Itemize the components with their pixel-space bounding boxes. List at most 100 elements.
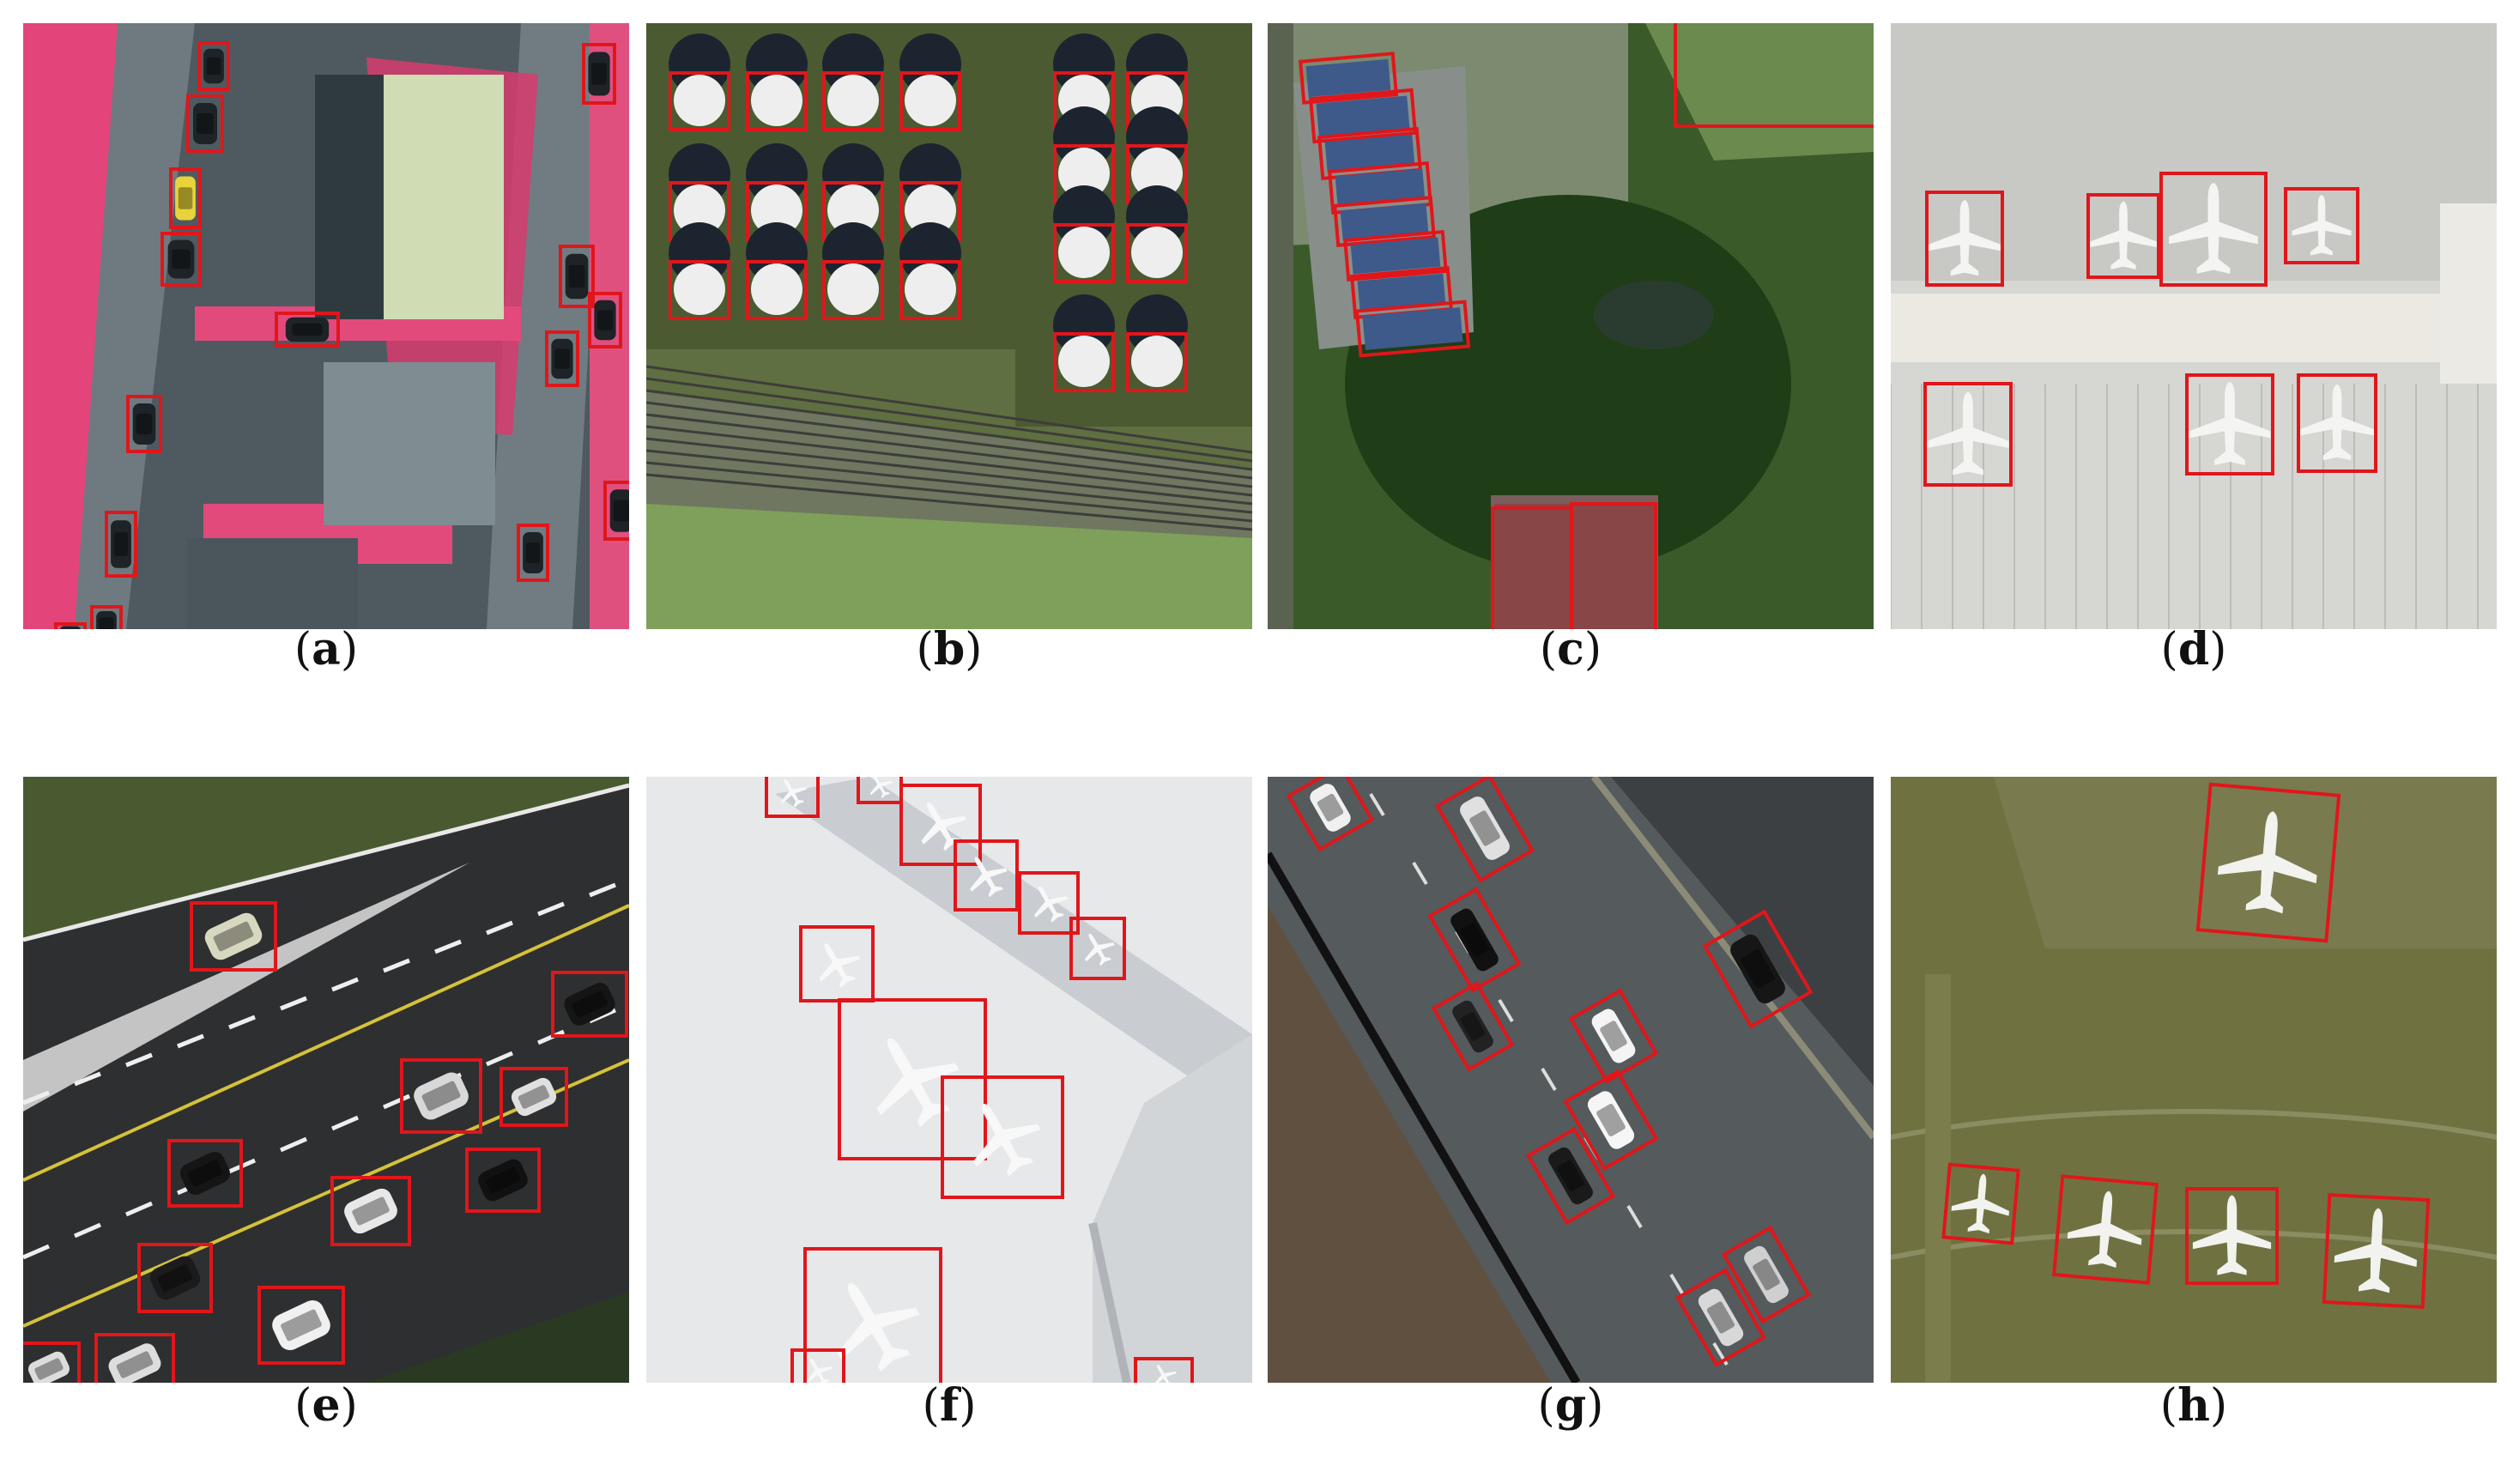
- bounding-box: [1053, 332, 1115, 392]
- bounding-box: [899, 260, 961, 320]
- bounding-box: [23, 1342, 81, 1383]
- caption-close-paren: ): [2209, 1380, 2228, 1432]
- bounding-box: [2185, 1187, 2279, 1285]
- caption-label: g: [1554, 1379, 1587, 1432]
- bounding-box: [2052, 1174, 2159, 1285]
- panel-caption-d: (d): [2108, 624, 2280, 675]
- image-panel-c: [1268, 23, 1874, 629]
- bounding-box: [603, 481, 629, 541]
- bounding-box: [1427, 887, 1522, 993]
- bounding-box: [169, 167, 202, 229]
- bounding-box: [899, 71, 961, 131]
- bounding-box: [559, 245, 595, 308]
- caption-open-paren: (: [294, 624, 312, 675]
- bounding-box: [669, 71, 730, 131]
- bounding-box: [2297, 373, 2377, 473]
- bounding-box: [1298, 51, 1399, 105]
- bounding-box: [2159, 172, 2268, 287]
- aerial-image-h: [1891, 777, 2497, 1383]
- bounding-box: [551, 971, 628, 1038]
- bounding-box: [545, 330, 579, 387]
- caption-open-paren: (: [2159, 1380, 2178, 1432]
- bounding-box: [822, 260, 884, 320]
- bounding-box: [669, 260, 730, 320]
- caption-label: b: [933, 623, 966, 675]
- bounding-box: [190, 901, 277, 972]
- bounding-box: [275, 312, 340, 348]
- panel-caption-g: (g): [1485, 1384, 1656, 1429]
- caption-close-paren: ): [2209, 624, 2227, 675]
- bounding-box: [2086, 193, 2160, 279]
- caption-label: c: [1557, 623, 1584, 675]
- bounding-box: [765, 777, 820, 818]
- bounding-box: [197, 41, 230, 91]
- bounding-box: [517, 524, 549, 582]
- caption-open-paren: (: [916, 624, 934, 675]
- image-panel-d: [1891, 23, 2497, 629]
- image-panel-e: [23, 777, 629, 1383]
- bounding-box: [582, 43, 616, 105]
- bounding-box: [2322, 1192, 2431, 1310]
- bounding-box: [1069, 917, 1126, 980]
- bounding-box: [465, 1148, 541, 1213]
- bounding-box: [1563, 1069, 1659, 1172]
- caption-close-paren: ): [340, 624, 359, 675]
- bounding-box: [1126, 332, 1188, 392]
- bounding-box: [941, 1075, 1064, 1199]
- bounding-box: [1343, 229, 1448, 282]
- aerial-image-c: [1268, 23, 1874, 629]
- bounding-box: [1525, 1126, 1616, 1226]
- caption-close-paren: ): [1583, 624, 1602, 675]
- bounding-box: [186, 94, 224, 153]
- bounding-box: [1308, 88, 1418, 144]
- bounding-box: [1018, 871, 1080, 935]
- bounding-box: [500, 1067, 568, 1127]
- bounding-box: [799, 925, 875, 1002]
- caption-label: e: [312, 1379, 341, 1432]
- bounding-box: [803, 1247, 942, 1383]
- bounding-box: [167, 1139, 243, 1208]
- bounding-box: [1354, 300, 1471, 358]
- caption-open-paren: (: [2160, 624, 2178, 675]
- bounding-box: [790, 1348, 845, 1383]
- bounding-box: [2185, 373, 2274, 475]
- bounding-box: [1941, 1162, 2020, 1245]
- bounding-box: [746, 71, 808, 131]
- caption-close-paren: ): [959, 1380, 977, 1432]
- bounding-box: [1333, 196, 1436, 247]
- caption-label: d: [2177, 623, 2210, 675]
- caption-open-paren: (: [922, 1380, 940, 1432]
- aerial-image-e: [23, 777, 629, 1383]
- bounding-box: [54, 622, 87, 629]
- caption-close-paren: ): [965, 624, 983, 675]
- bounding-box: [1923, 382, 2013, 487]
- bounding-box: [1134, 1357, 1194, 1383]
- bounding-box: [94, 1333, 175, 1383]
- bounding-box: [1674, 23, 1874, 128]
- caption-label: h: [2177, 1379, 2210, 1432]
- bounding-box: [746, 260, 808, 320]
- bounding-box: [1702, 909, 1814, 1029]
- caption-open-paren: (: [294, 1380, 312, 1432]
- caption-close-paren: ): [340, 1380, 358, 1432]
- bounding-box: [1431, 981, 1515, 1072]
- bounding-box: [954, 839, 1019, 912]
- image-panel-a: [23, 23, 629, 629]
- bounding-box: [838, 998, 987, 1160]
- caption-open-paren: (: [1539, 624, 1558, 675]
- panel-caption-a: (a): [240, 624, 412, 675]
- bounding-box: [90, 605, 123, 629]
- bounding-box: [2195, 782, 2341, 943]
- panel-caption-h: (h): [2108, 1384, 2280, 1429]
- caption-label: a: [312, 623, 341, 675]
- image-panel-f: [646, 777, 1252, 1383]
- aerial-image-d: [1891, 23, 2497, 629]
- panel-caption-f: (f): [863, 1384, 1035, 1429]
- panel-caption-c: (c): [1485, 624, 1656, 675]
- bounding-box: [1675, 1268, 1766, 1367]
- aerial-image-a: [23, 23, 629, 629]
- bounding-box: [899, 784, 982, 866]
- image-panel-g: [1268, 777, 1874, 1383]
- bounding-box: [126, 395, 162, 453]
